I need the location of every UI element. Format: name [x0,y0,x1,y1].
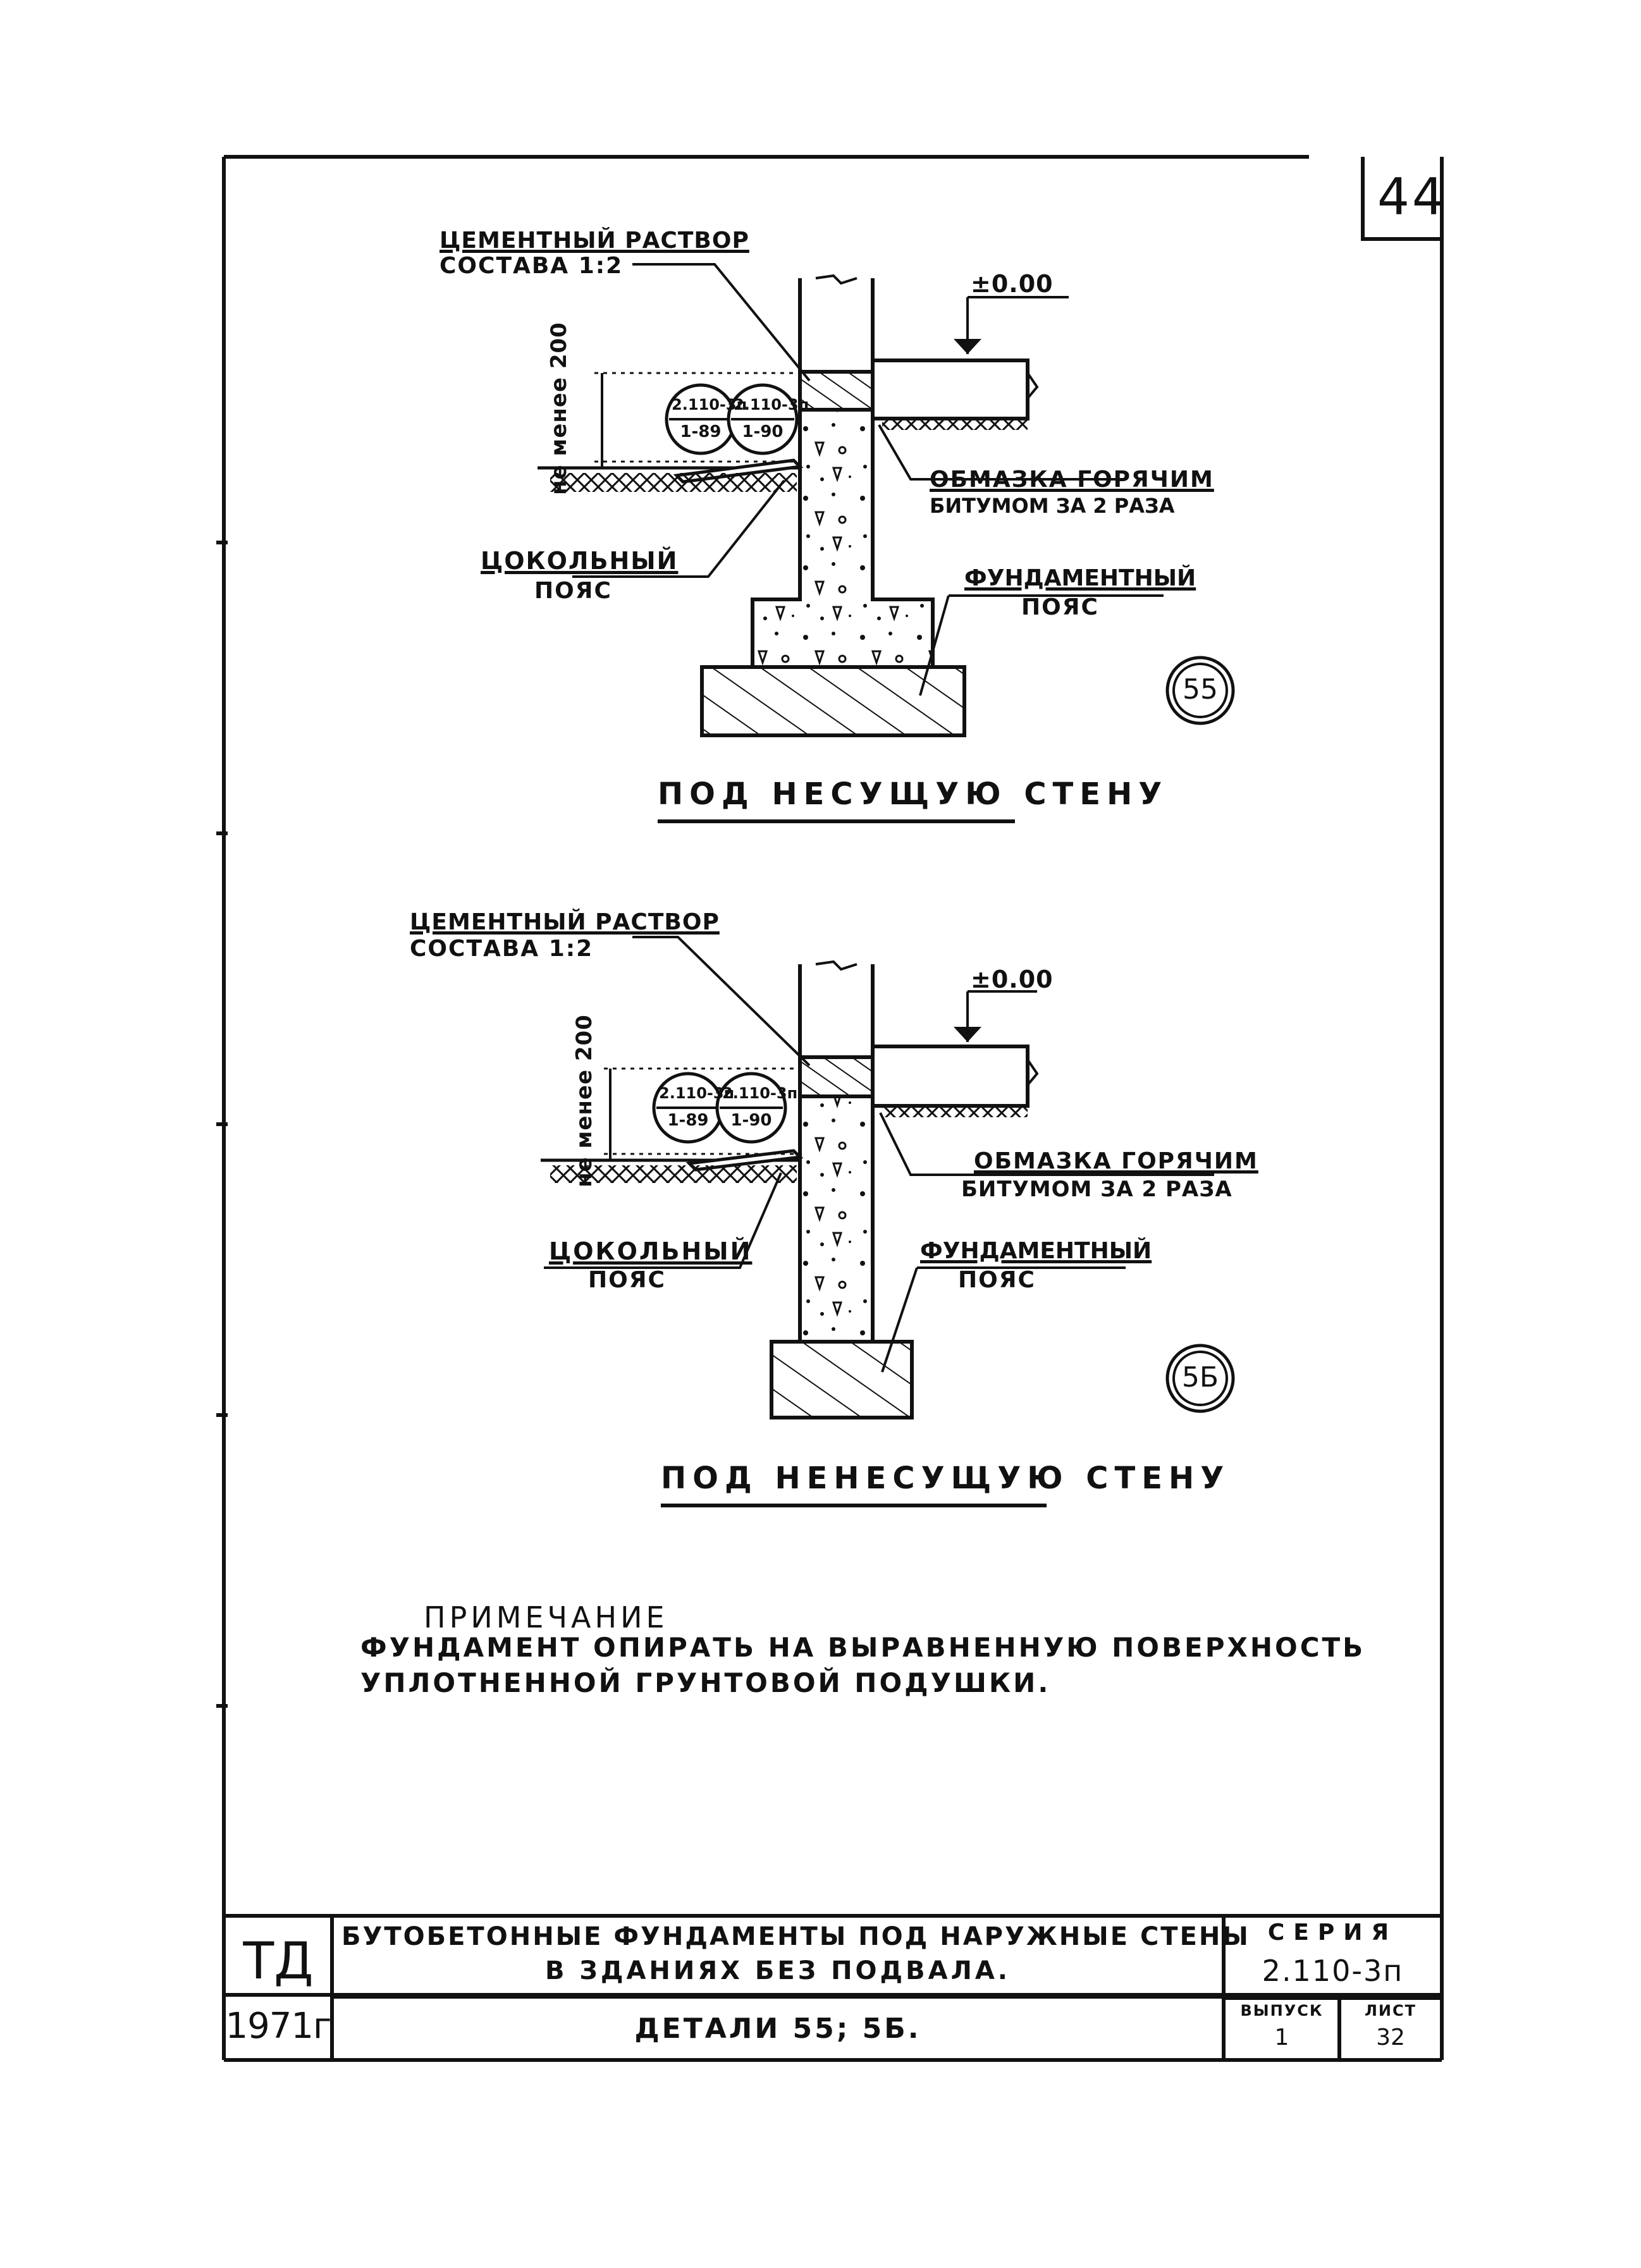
detail-5b-caption: ПОД НЕНЕСУЩУЮ СТЕНУ [661,1461,1231,1496]
title-block-org: ТД [243,1932,314,1990]
detail-5b-foundation-label-2: ПОЯС [958,1267,1036,1293]
page-number: 44 [1377,168,1447,226]
title-block-issue-label: ВЫПУСК [1240,2002,1324,2020]
detail-55-geometry [538,263,1235,737]
detail-5b-ref-right-bottom: 1-90 [730,1111,772,1130]
detail-5b-mortar-label-2: СОСТАВА 1:2 [410,936,594,962]
detail-5b-ref-left-top: 2.110-3п [659,1084,735,1102]
note-line-1: ФУНДАМЕНТ ОПИРАТЬ НА ВЫРАВНЕННУЮ ПОВЕРХН… [360,1632,1366,1663]
detail-55-plinth-label-2: ПОЯС [534,578,612,604]
title-block-title-2: В ЗДАНИЯХ БЕЗ ПОДВАЛА. [544,1956,1011,1985]
detail-5b-ref-left-bottom: 1-89 [667,1111,709,1130]
title-block-series-value: 2.110-3п [1262,1954,1404,1988]
detail-5b-plinth-label-1: ЦОКОЛЬНЫЙ [549,1237,753,1265]
title-block-sheet-label: ЛИСТ [1364,2002,1417,2020]
detail-5b-dimension: не менее 200 [572,1014,598,1187]
title-block-grid [224,1914,1442,2060]
detail-5b-bitumen-label-1: ОБМАЗКА ГОРЯЧИМ [974,1148,1258,1174]
title-block-sheet-value: 32 [1376,2025,1405,2050]
detail-55-ref-left-bottom: 1-89 [680,422,722,441]
page-number-box [1361,157,1444,241]
note-line-2: УПЛОТНЕННОЙ ГРУНТОВОЙ ПОДУШКИ. [360,1667,1051,1698]
detail-5b-ref-right-top: 2.110-3п [722,1084,798,1102]
detail-5b-mortar-label-1: ЦЕМЕНТНЫЙ РАСТВОР [410,909,720,935]
detail-55-mortar-label-2: СОСТАВА 1:2 [439,253,624,279]
detail-55-level-mark: ±0.00 [971,270,1054,298]
title-block-series-label: СЕРИЯ [1267,1920,1398,1946]
title-block-title-1: БУТОБЕТОННЫЕ ФУНДАМЕНТЫ ПОД НАРУЖНЫЕ СТЕ… [341,1922,1250,1951]
title-block-issue-value: 1 [1274,2025,1289,2050]
title-block-title-3: ДЕТАЛИ 55; 5Б. [634,2013,921,2045]
margin-ticks [216,541,228,1708]
detail-55-ref-right-top: 2.110-3п [734,396,809,414]
detail-5b-caption-underline [661,1504,1047,1507]
detail-55-bitumen-label-2: БИТУМОМ ЗА 2 РАЗА [930,494,1175,518]
detail-5b-bitumen-label-2: БИТУМОМ ЗА 2 РАЗА [961,1177,1232,1202]
detail-55-ref-left-top: 2.110-3п [672,396,747,414]
detail-55-foundation-label-1: ФУНДАМЕНТНЫЙ [964,565,1196,591]
detail-55-caption: ПОД НЕСУЩУЮ СТЕНУ [658,776,1169,812]
note-heading: ПРИМЕЧАНИЕ [424,1600,668,1634]
detail-55-dimension: не менее 200 [546,322,572,495]
detail-5b-geometry [541,936,1235,1419]
detail-5b-level-mark: ±0.00 [971,965,1054,993]
detail-5b-plinth-label-2: ПОЯС [588,1267,666,1293]
title-block-year: 1971г [225,2006,332,2047]
detail-55-bitumen-label-1: ОБМАЗКА ГОРЯЧИМ [930,467,1214,493]
detail-55-caption-underline [658,819,1015,823]
detail-55-marker: 55 [1183,673,1218,706]
detail-55-foundation-label-2: ПОЯС [1021,594,1099,620]
detail-55-ref-right-bottom: 1-90 [742,422,784,441]
detail-5b-marker: 5Б [1181,1361,1219,1394]
detail-55-plinth-label-1: ЦОКОЛЬНЫЙ [481,547,679,575]
detail-55-mortar-label-1: ЦЕМЕНТНЫЙ РАСТВОР [439,228,749,254]
detail-5b-foundation-label-1: ФУНДАМЕНТНЫЙ [920,1238,1152,1264]
